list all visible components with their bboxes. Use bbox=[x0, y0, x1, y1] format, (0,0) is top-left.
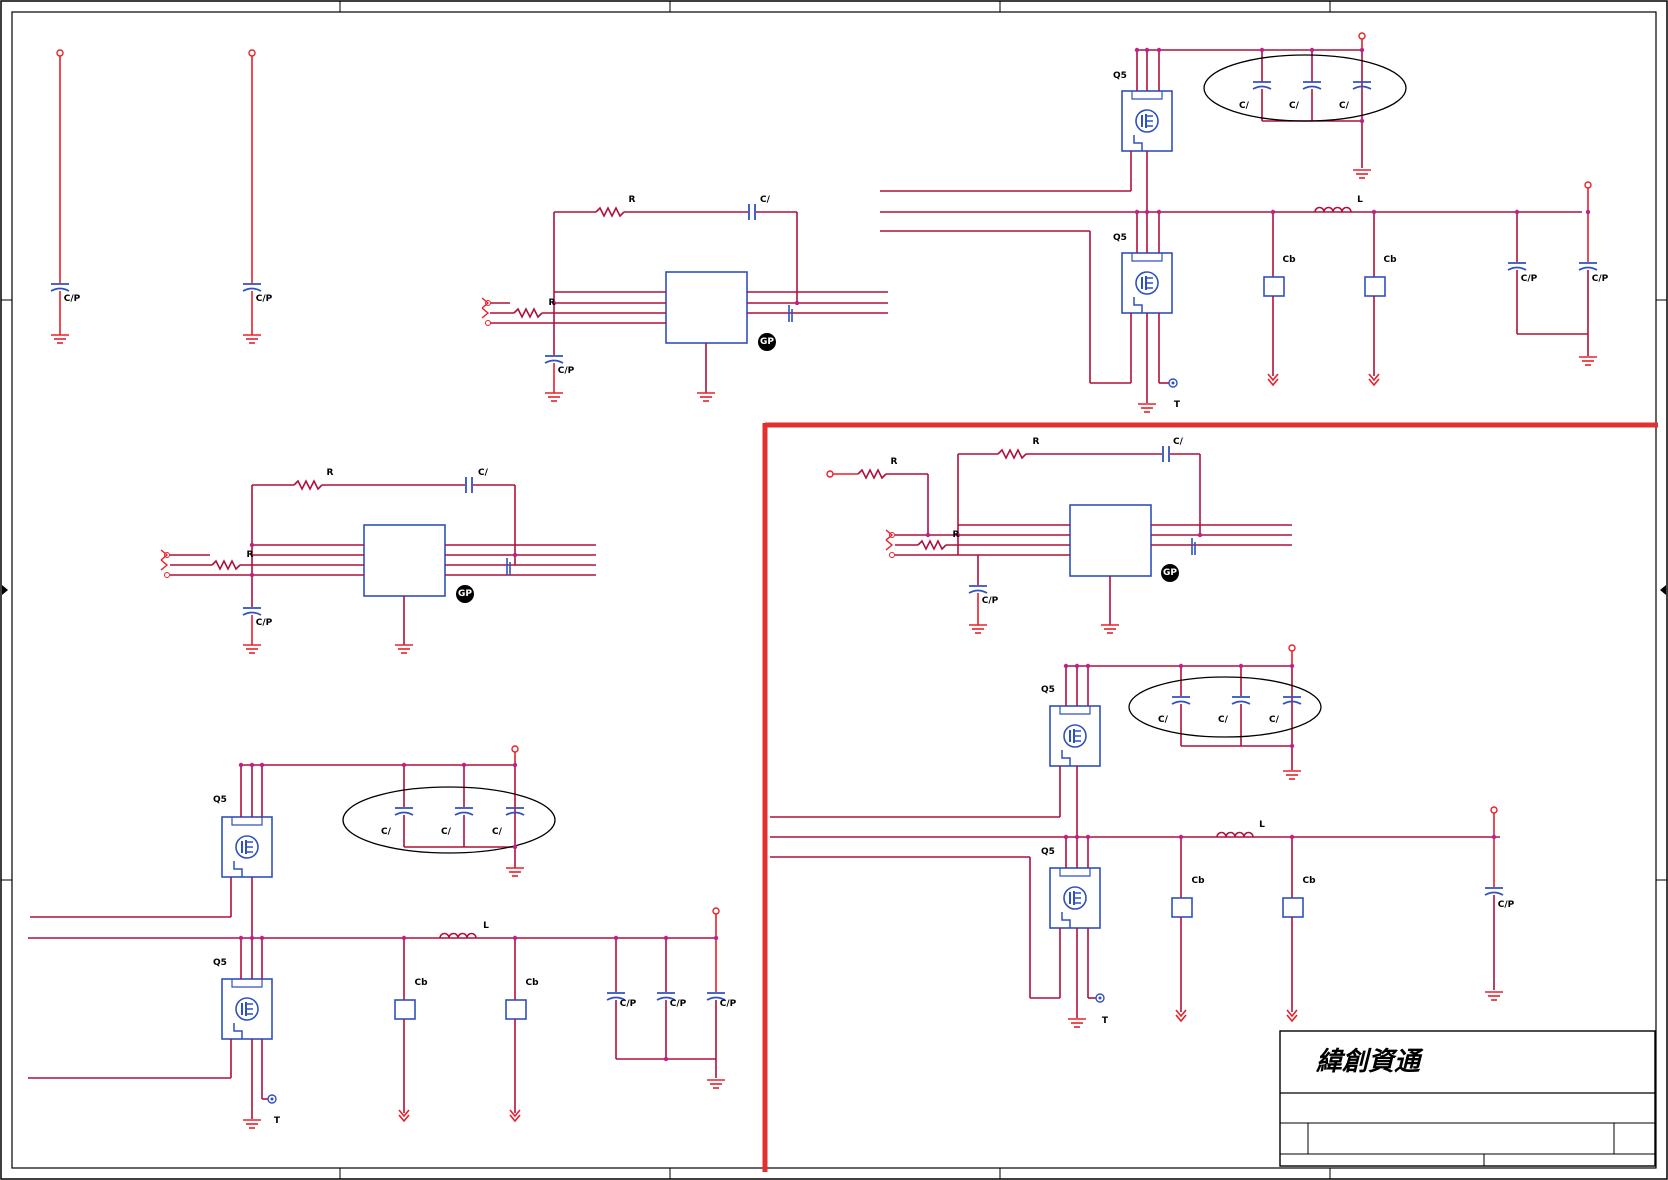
power-stage-right-bottom bbox=[770, 644, 1504, 1028]
res-label: R bbox=[891, 457, 898, 467]
controller-ic-top bbox=[481, 203, 888, 402]
cap-label: C/ bbox=[1218, 715, 1229, 725]
cap-label: C/P bbox=[720, 999, 737, 1009]
cap-label: C/ bbox=[1173, 437, 1184, 447]
bead-label: Cb bbox=[1282, 255, 1296, 265]
cap-label: C/P bbox=[64, 294, 81, 304]
cap-label: C/ bbox=[760, 195, 771, 205]
cap-label: C/P bbox=[1592, 274, 1609, 284]
cap-label: C/P bbox=[1498, 900, 1515, 910]
mos-label: Q5 bbox=[213, 958, 227, 968]
cap-label: C/ bbox=[1339, 101, 1350, 111]
ic-label: GP bbox=[760, 337, 774, 347]
res-label: R bbox=[1033, 437, 1040, 447]
cap-label: C/ bbox=[492, 827, 503, 837]
mos-label: Q5 bbox=[1113, 233, 1127, 243]
tp-label: T bbox=[274, 1116, 281, 1126]
res-label: R bbox=[327, 468, 334, 478]
cap-label: C/P bbox=[558, 366, 575, 376]
mos-label: Q5 bbox=[1041, 685, 1055, 695]
cap-label: C/P bbox=[256, 294, 273, 304]
cap-label: C/ bbox=[1158, 715, 1169, 725]
decoupling-cap-1 bbox=[50, 49, 70, 344]
cap-label: C/ bbox=[478, 468, 489, 478]
decoupling-cap-2 bbox=[242, 49, 262, 344]
cap-label: C/P bbox=[670, 999, 687, 1009]
ic-label: GP bbox=[458, 589, 472, 599]
res-label: R bbox=[953, 530, 960, 540]
cap-label: C/ bbox=[381, 827, 392, 837]
bead-label: Cb bbox=[525, 978, 539, 988]
tp-label: T bbox=[1102, 1016, 1109, 1026]
section-divider bbox=[762, 422, 1658, 1172]
bead-label: Cb bbox=[1302, 876, 1316, 886]
cap-label: C/ bbox=[1269, 715, 1280, 725]
ind-label: L bbox=[1357, 195, 1363, 205]
ind-label: L bbox=[1259, 820, 1265, 830]
mos-label: Q5 bbox=[213, 795, 227, 805]
power-stage-bottom-left bbox=[28, 745, 726, 1129]
cap-label: C/P bbox=[620, 999, 637, 1009]
controller-ic-right bbox=[826, 445, 1292, 634]
cap-label: C/ bbox=[1239, 101, 1250, 111]
mos-label: Q5 bbox=[1041, 847, 1055, 857]
cap-label: C/P bbox=[982, 596, 999, 606]
bead-label: Cb bbox=[1191, 876, 1205, 886]
controller-ic-left bbox=[160, 476, 596, 654]
res-label: R bbox=[549, 298, 556, 308]
cap-label: C/ bbox=[1289, 101, 1300, 111]
tp-label: T bbox=[1174, 400, 1181, 410]
bead-label: Cb bbox=[414, 978, 428, 988]
cap-label: C/ bbox=[441, 827, 452, 837]
power-stage-top-right bbox=[880, 32, 1598, 413]
ind-label: L bbox=[483, 921, 489, 931]
res-label: R bbox=[629, 195, 636, 205]
bead-label: Cb bbox=[1383, 255, 1397, 265]
company-name: 緯創資通 bbox=[1315, 1047, 1424, 1077]
mos-label: Q5 bbox=[1113, 71, 1127, 81]
ic-label: GP bbox=[1163, 568, 1177, 578]
cap-label: C/P bbox=[256, 618, 273, 628]
cap-label: C/P bbox=[1521, 274, 1538, 284]
title-block bbox=[1279, 1030, 1656, 1167]
res-label: R bbox=[247, 550, 254, 560]
